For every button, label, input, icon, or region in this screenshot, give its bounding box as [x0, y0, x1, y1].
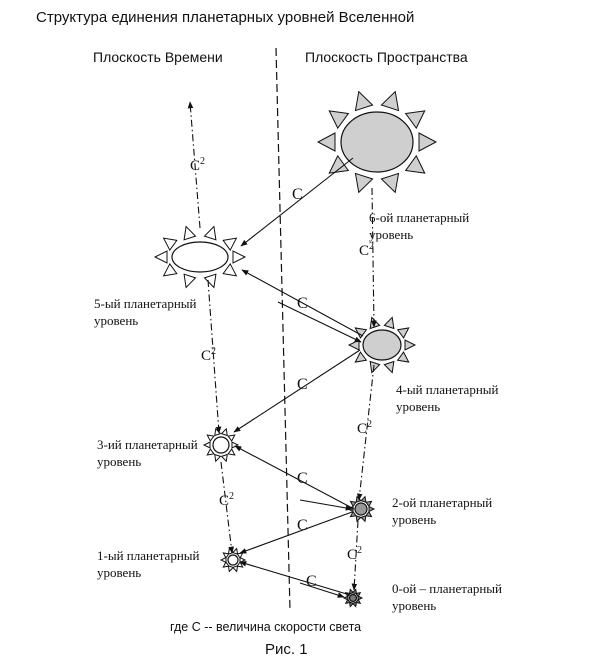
c-squared-label: С2 [219, 491, 235, 509]
c-label: С [297, 376, 308, 393]
c-label: С [306, 573, 317, 590]
c-squared-arrow [356, 364, 375, 501]
c-arrow [241, 269, 364, 337]
sun-level-2-icon [346, 495, 376, 523]
c-arrow [299, 499, 353, 511]
c-squared-arrow [371, 187, 377, 328]
c-squared-arrow [207, 279, 222, 434]
sun-level-0-icon [342, 588, 364, 608]
column-heading-time: Плоскость Времени [93, 49, 223, 65]
footnote: где С -- величина скорости света [170, 620, 362, 634]
c-squared-label: С2 [201, 346, 217, 364]
figure-caption: Рис. 1 [265, 641, 308, 658]
c-label: С [297, 470, 308, 487]
c-label: С [297, 517, 308, 534]
c-squared-arrow [351, 520, 359, 591]
c-arrow [239, 511, 353, 554]
sun-level-5-icon [153, 225, 247, 289]
c-squared-label: С2 [359, 241, 375, 259]
sun-level-4-icon [347, 316, 417, 374]
c-arrow [299, 582, 345, 598]
c-arrow [233, 349, 361, 433]
column-heading-space: Плоскость Пространства [305, 49, 468, 65]
c-label: С [292, 186, 303, 203]
c-squared-label: С2 [357, 419, 373, 437]
c-arrow [277, 301, 362, 343]
c-squared-arrow [220, 461, 235, 554]
sun-level-3-icon [202, 427, 240, 463]
c-squared-arrow [187, 101, 201, 229]
c-arrow [240, 157, 354, 247]
plane-divider-line [275, 47, 291, 611]
c-squared-label: С2 [347, 545, 363, 563]
sun-level-6-icon [316, 90, 438, 194]
c-arrow [239, 561, 351, 596]
diagram-title: Структура единения планетарных уровней В… [36, 9, 415, 26]
c-arrow [234, 445, 355, 510]
